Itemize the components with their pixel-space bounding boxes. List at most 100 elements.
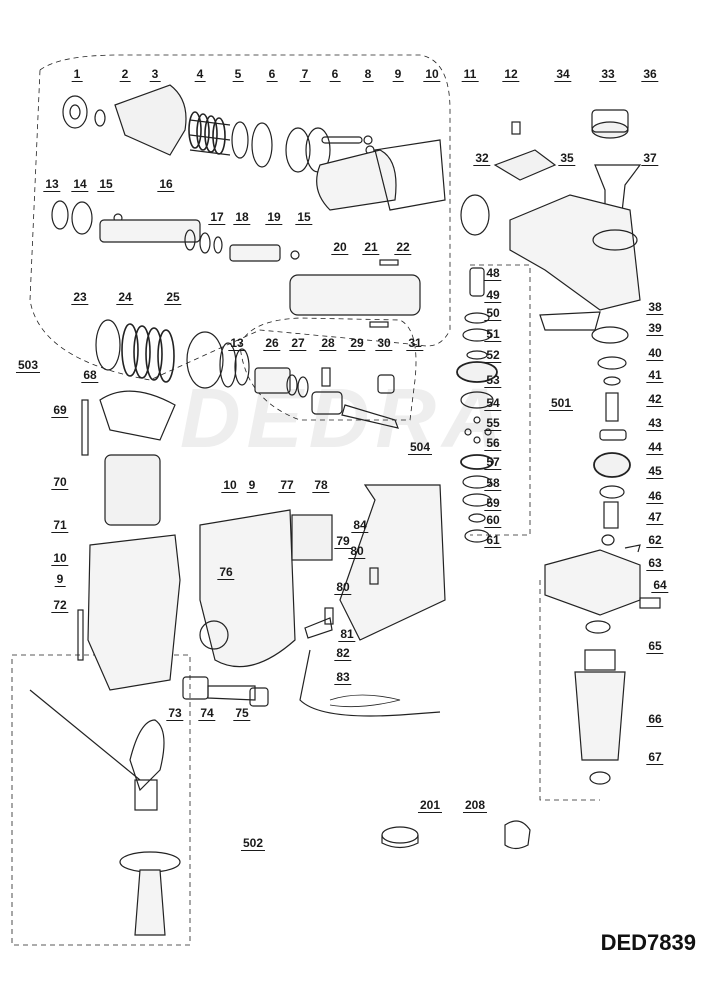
part-label-53: 53 [484,373,502,388]
part-label-79: 79 [334,534,352,549]
part-label-46: 46 [646,489,664,504]
part-label-7: 7 [299,67,311,82]
part-label-41: 41 [646,368,664,383]
part-label-84: 84 [351,518,369,533]
model-number: DED7839 [600,930,696,955]
part-label-80: 80 [334,580,352,595]
part-label-501: 501 [548,396,574,411]
part-label-26: 26 [263,336,281,351]
part-label-51: 51 [484,327,502,342]
part-label-29: 29 [348,336,366,351]
part-label-16: 16 [157,177,175,192]
part-label-55: 55 [484,416,502,431]
part-label-25: 25 [164,290,182,305]
part-label-23: 23 [71,290,89,305]
part-label-40: 40 [646,346,664,361]
part-label-21: 21 [362,240,380,255]
part-label-67: 67 [646,750,664,765]
part-label-82: 82 [334,646,352,661]
part-label-4: 4 [194,67,206,82]
group-502-outline [11,654,191,946]
part-label-78: 78 [312,478,330,493]
part-label-52: 52 [484,348,502,363]
part-label-20: 20 [331,240,349,255]
part-label-208: 208 [462,798,488,813]
part-label-9: 9 [392,67,404,82]
part-label-1: 1 [71,67,83,82]
part-label-15: 15 [295,210,313,225]
part-label-48: 48 [484,266,502,281]
part-label-75: 75 [233,706,251,721]
part-label-37: 37 [641,151,659,166]
part-label-61: 61 [484,533,502,548]
part-label-503: 503 [15,358,41,373]
part-label-39: 39 [646,321,664,336]
part-label-64: 64 [651,578,669,593]
part-label-83: 83 [334,670,352,685]
part-label-34: 34 [554,67,572,82]
part-label-69: 69 [51,403,69,418]
part-label-201: 201 [417,798,443,813]
part-label-35: 35 [558,151,576,166]
part-label-3: 3 [149,67,161,82]
part-label-42: 42 [646,392,664,407]
part-label-33: 33 [599,67,617,82]
part-label-70: 70 [51,475,69,490]
part-label-36: 36 [641,67,659,82]
part-label-80: 80 [348,544,366,559]
part-label-14: 14 [71,177,89,192]
part-label-50: 50 [484,306,502,321]
part-label-73: 73 [166,706,184,721]
part-label-8: 8 [362,67,374,82]
part-label-56: 56 [484,436,502,451]
part-label-71: 71 [51,518,69,533]
part-label-32: 32 [473,151,491,166]
part-label-77: 77 [278,478,296,493]
part-label-27: 27 [289,336,307,351]
part-label-68: 68 [81,368,99,383]
part-label-54: 54 [484,396,502,411]
part-label-6: 6 [329,67,341,82]
part-label-6: 6 [266,67,278,82]
group-501-outline [470,264,531,536]
part-label-9: 9 [246,478,258,493]
part-label-66: 66 [646,712,664,727]
part-label-17: 17 [208,210,226,225]
part-label-502: 502 [240,836,266,851]
part-label-10: 10 [423,67,441,82]
part-label-47: 47 [646,510,664,525]
part-label-31: 31 [406,336,424,351]
part-label-2: 2 [119,67,131,82]
part-label-38: 38 [646,300,664,315]
part-label-22: 22 [394,240,412,255]
part-label-76: 76 [217,565,235,580]
part-label-13: 13 [43,177,61,192]
part-label-74: 74 [198,706,216,721]
part-label-13: 13 [228,336,246,351]
part-label-12: 12 [502,67,520,82]
part-label-81: 81 [338,627,356,642]
part-label-30: 30 [375,336,393,351]
part-label-57: 57 [484,455,502,470]
part-label-28: 28 [319,336,337,351]
part-label-10: 10 [51,551,69,566]
part-label-49: 49 [484,288,502,303]
part-label-19: 19 [265,210,283,225]
part-label-44: 44 [646,440,664,455]
part-label-72: 72 [51,598,69,613]
part-label-24: 24 [116,290,134,305]
part-shapes [29,84,661,936]
part-label-63: 63 [646,556,664,571]
part-label-59: 59 [484,496,502,511]
part-label-9: 9 [54,572,66,587]
watermark-logo: DEDRA [180,371,509,465]
part-label-18: 18 [233,210,251,225]
part-label-5: 5 [232,67,244,82]
part-label-60: 60 [484,513,502,528]
part-label-58: 58 [484,476,502,491]
part-label-43: 43 [646,416,664,431]
part-label-11: 11 [461,67,479,82]
part-label-62: 62 [646,533,664,548]
part-label-10: 10 [221,478,239,493]
